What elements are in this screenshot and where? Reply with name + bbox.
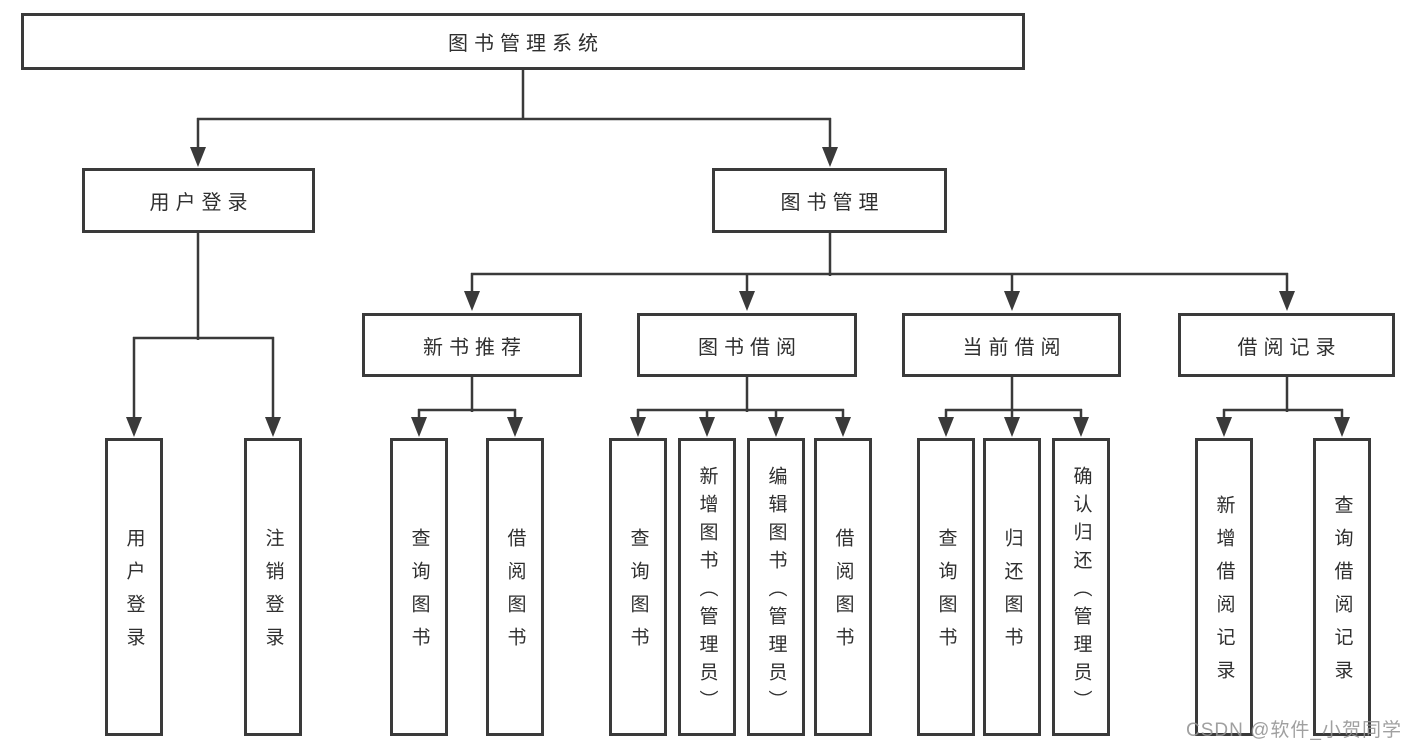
leaf-label: 查询图书	[408, 528, 430, 660]
csdn-watermark: CSDN @软件_小贺同学	[1186, 720, 1402, 741]
leaf-query-borrow-record: 查询借阅记录	[1313, 438, 1371, 736]
node-book-management: 图书管理	[712, 168, 947, 233]
leaf-edit-books-admin: 编辑图书（管理员）	[747, 438, 805, 736]
node-label: 借阅记录	[1237, 336, 1342, 359]
node-new-book-recommend: 新书推荐	[362, 313, 582, 377]
node-label: 当前借阅	[962, 336, 1067, 359]
leaf-label: 借阅图书	[832, 528, 854, 660]
leaf-borrow-books: 借阅图书	[486, 438, 544, 736]
leaf-label: 查询借阅记录	[1331, 495, 1353, 693]
node-borrowing-records: 借阅记录	[1178, 313, 1395, 377]
arrowheads	[126, 147, 1350, 437]
leaf-confirm-return-admin: 确认归还（管理员）	[1052, 438, 1110, 736]
leaf-query-books: 查询图书	[390, 438, 448, 736]
leaf-logout: 注销登录	[244, 438, 302, 736]
node-label: 图书借阅	[698, 336, 802, 359]
leaf-label: 新增图书（管理员）	[696, 465, 718, 718]
node-user-login: 用户登录	[82, 168, 315, 233]
node-system-root: 图书管理系统	[21, 13, 1025, 70]
leaf-label: 注销登录	[262, 528, 284, 660]
leaf-add-books-admin: 新增图书（管理员）	[678, 438, 736, 736]
node-current-borrowing: 当前借阅	[902, 313, 1121, 377]
leaf-add-borrow-record: 新增借阅记录	[1195, 438, 1253, 736]
leaf-label: 编辑图书（管理员）	[765, 465, 787, 718]
leaf-label: 新增借阅记录	[1213, 495, 1235, 693]
leaf-label: 查询图书	[935, 528, 957, 660]
node-label: 图书管理系统	[448, 33, 604, 55]
leaf-return-books: 归还图书	[983, 438, 1041, 736]
leaf-label: 查询图书	[627, 528, 649, 660]
leaf-borrow-books: 借阅图书	[814, 438, 872, 736]
leaf-user-login: 用户登录	[105, 438, 163, 736]
leaf-label: 借阅图书	[504, 528, 526, 660]
leaf-label: 归还图书	[1001, 528, 1023, 660]
node-label: 新书推荐	[423, 336, 527, 359]
leaf-label: 确认归还（管理员）	[1070, 465, 1092, 718]
leaf-query-books: 查询图书	[917, 438, 975, 736]
node-label: 图书管理	[780, 192, 885, 214]
leaf-label: 用户登录	[123, 528, 145, 660]
leaf-query-books: 查询图书	[609, 438, 667, 736]
node-label: 用户登录	[149, 192, 254, 214]
node-book-borrowing: 图书借阅	[637, 313, 857, 377]
